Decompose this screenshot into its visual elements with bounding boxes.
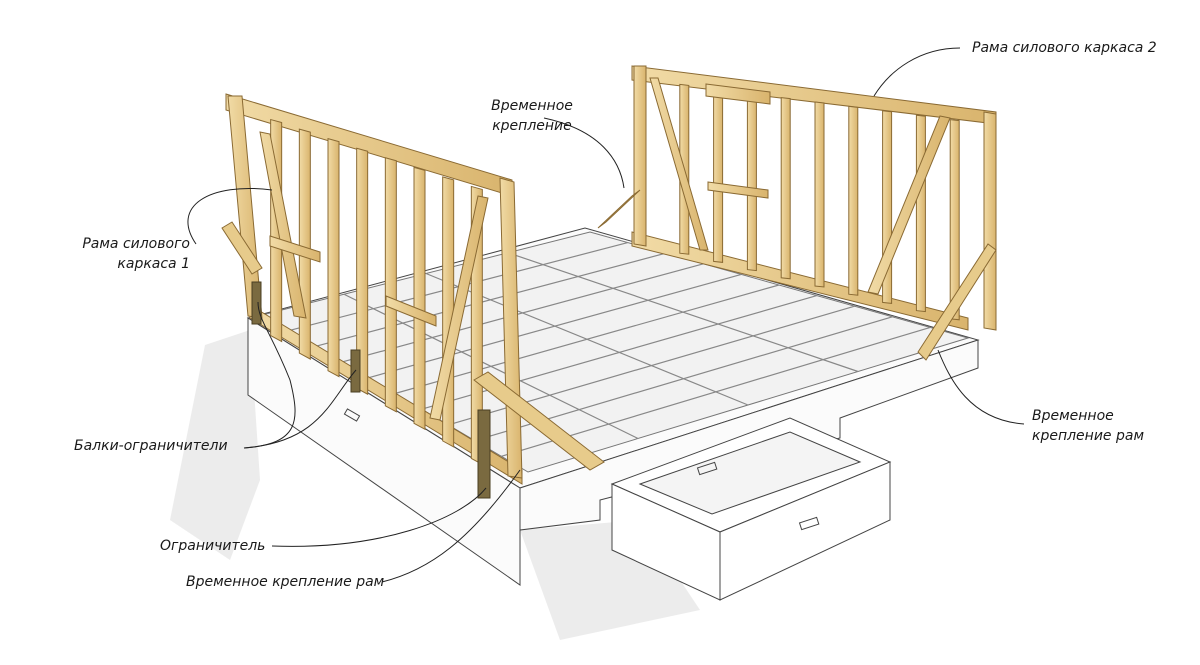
label-temp-frame-brace-bottom: Временное крепление рам: [186, 574, 385, 590]
label-limiter: Ограничитель: [160, 538, 266, 554]
wall-frame-2: [631, 65, 997, 331]
frame-1-stud: [384, 157, 397, 413]
temporary-braces: [221, 189, 997, 471]
frame-1-stud: [356, 147, 369, 396]
label-temp-frame-brace-right-line1: Временное: [1032, 408, 1114, 424]
frame-2-stud: [848, 105, 859, 296]
entrance-box: [343, 408, 892, 601]
frame-1-stud: [442, 176, 455, 448]
frame-1-stud: [327, 138, 340, 378]
label-temp-brace: Временное крепление: [482, 96, 582, 136]
label-frame-1-line2: каркаса 1: [117, 256, 190, 272]
leader-lines: [187, 47, 1025, 583]
label-temp-brace-line2: крепление: [492, 118, 572, 134]
wall-frame-1: [225, 93, 523, 485]
label-temp-frame-brace-right: Временное крепление рам: [1032, 406, 1144, 446]
frame-1-stud: [298, 128, 311, 360]
frame-2-stud: [780, 97, 791, 280]
label-frame-1-line1: Рама силового: [82, 236, 190, 252]
label-frame-2: Рама силового каркаса 2: [972, 40, 1157, 56]
label-temp-frame-brace-right-line2: крепление рам: [1032, 428, 1145, 444]
label-limiter-beams: Балки-ограничители: [74, 438, 228, 454]
frame-2-stud: [814, 101, 825, 288]
frame-2-stud: [746, 92, 757, 272]
frame-2-stud: [949, 119, 960, 321]
frame-1-stud: [413, 166, 426, 431]
floor-cross-beam: [507, 252, 859, 373]
frame-2-stud: [915, 114, 926, 313]
label-temp-brace-line1: Временное: [491, 98, 573, 114]
frame-2-stud: [713, 88, 724, 263]
label-frame-1: Рама силового каркаса 1: [70, 234, 190, 274]
